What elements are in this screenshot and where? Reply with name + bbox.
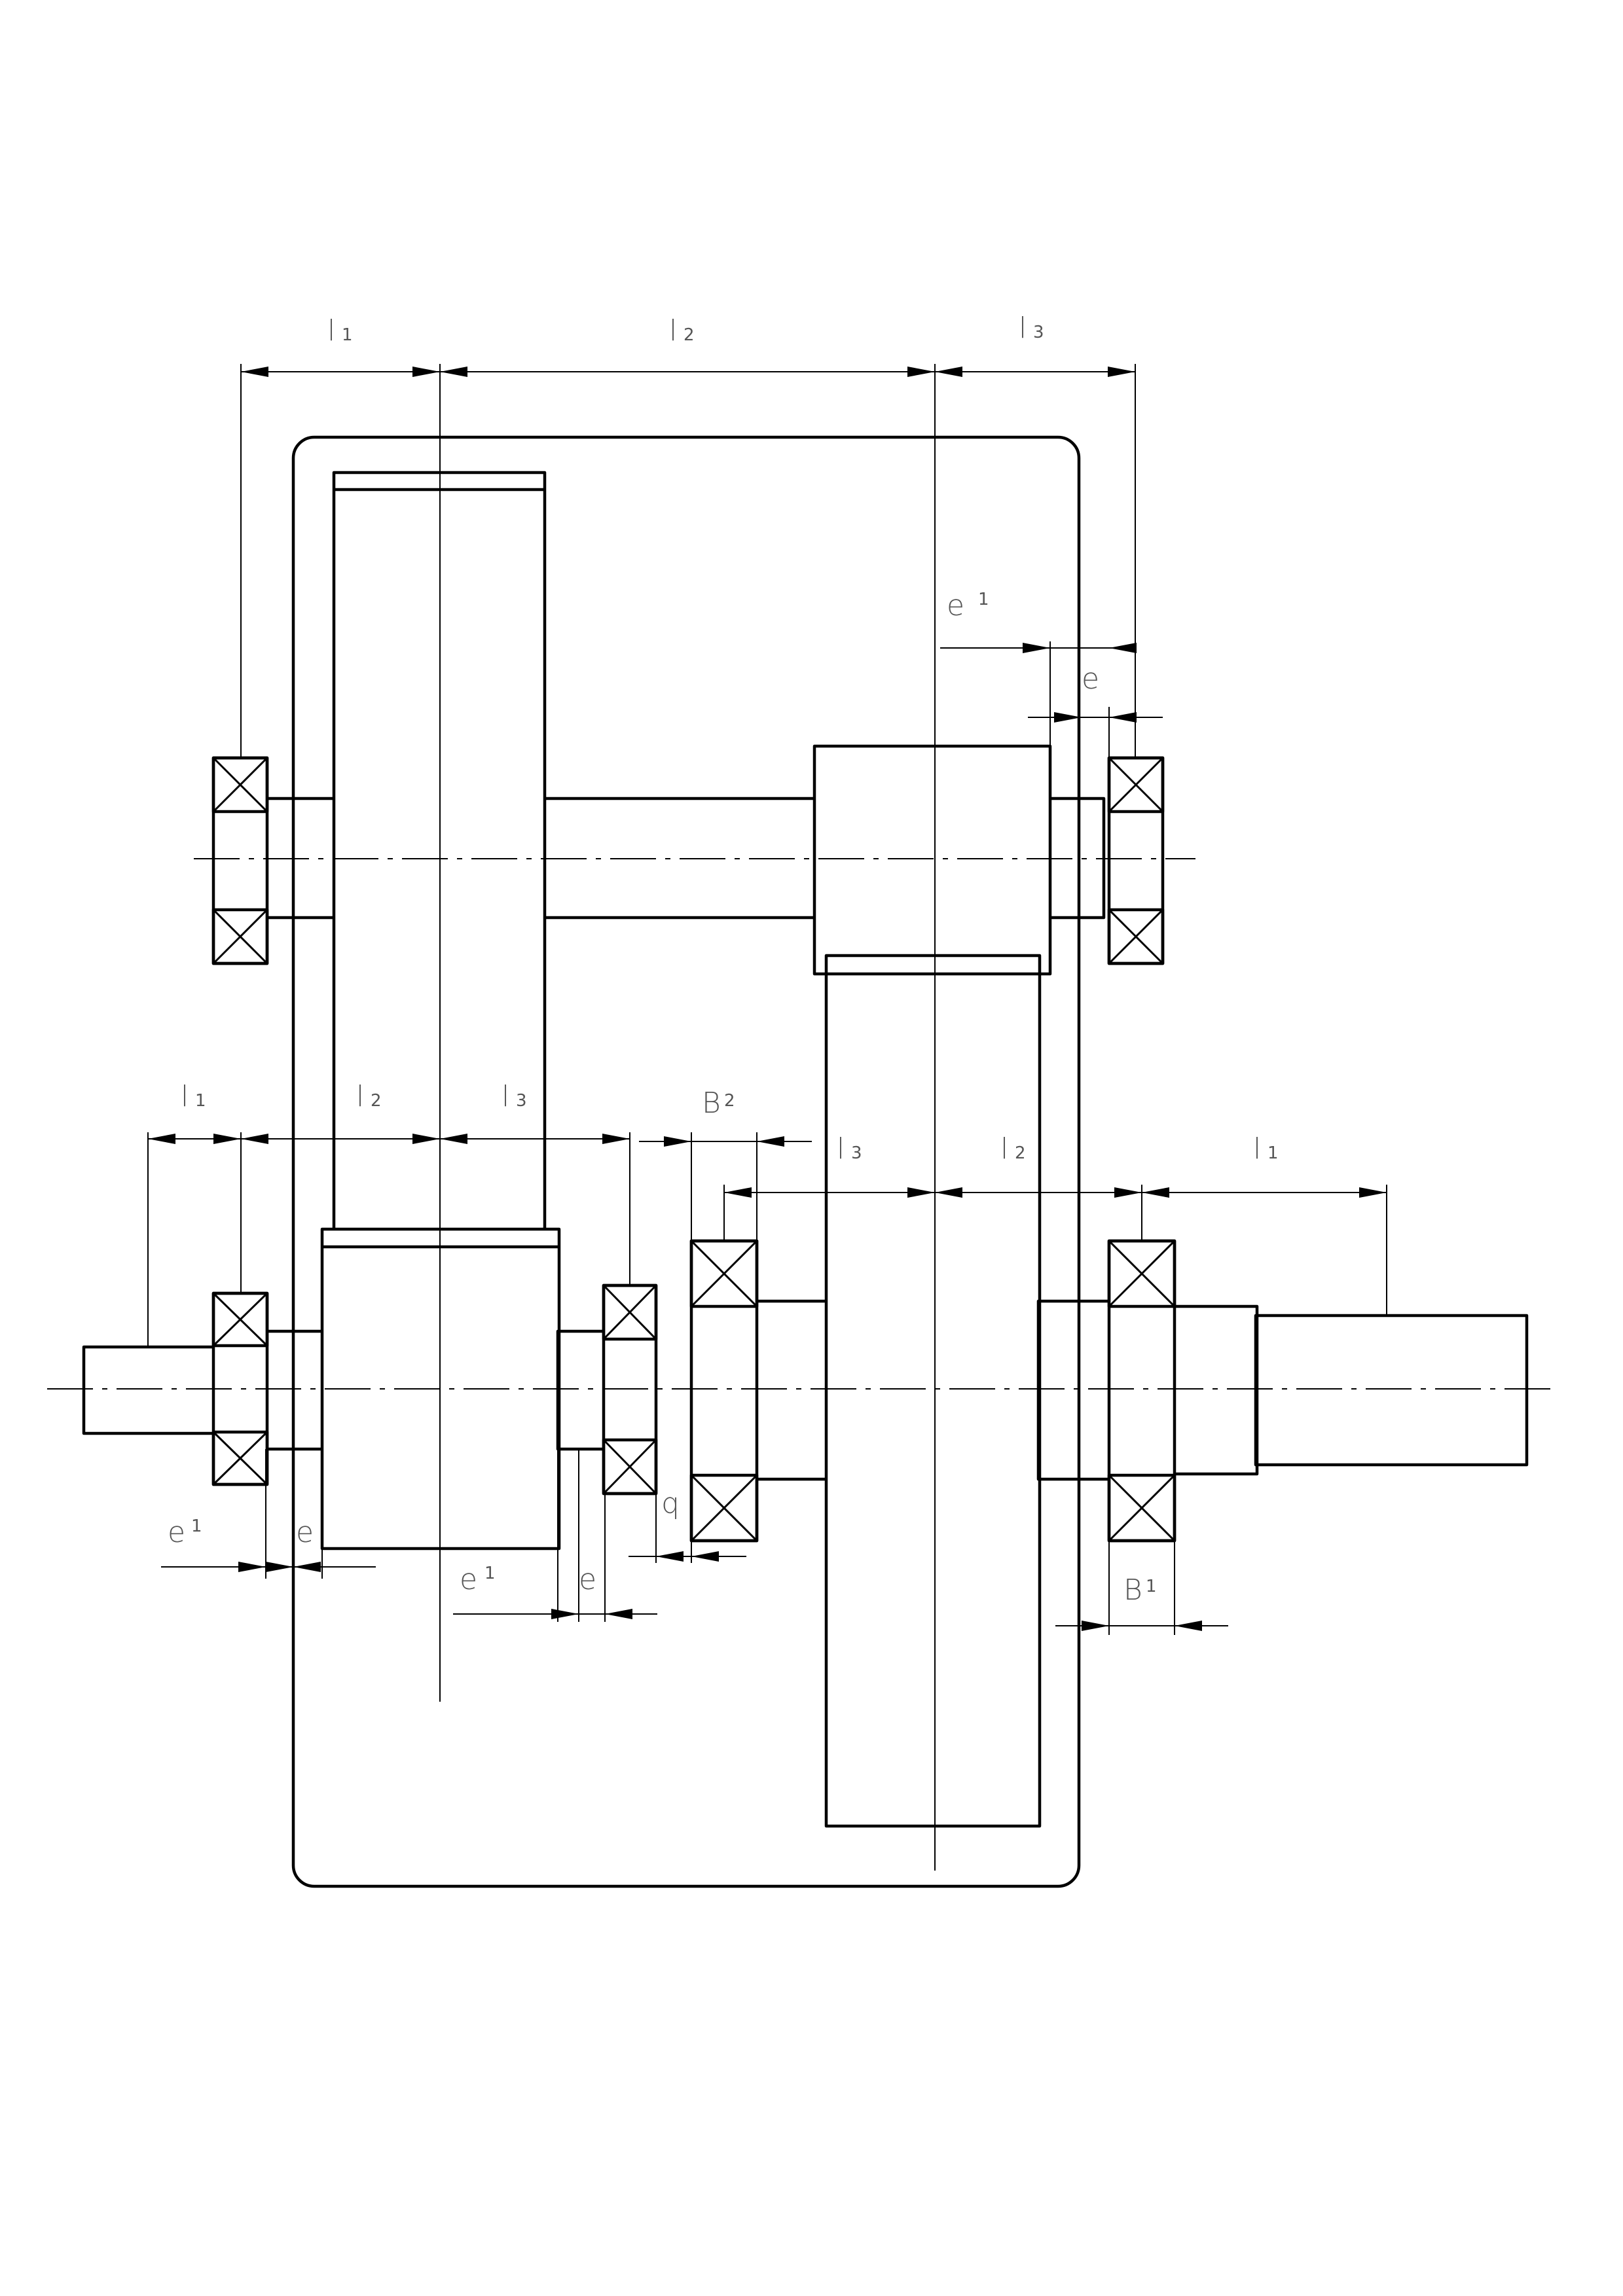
label-top-l2: l: [669, 314, 677, 348]
upper-shaft-assembly: [194, 471, 1195, 1247]
label-b1: B: [1123, 1573, 1142, 1607]
dimensions: [147, 364, 1387, 1635]
lower-shaft-assembly: [47, 954, 1550, 1828]
svg-text:2: 2: [371, 1091, 382, 1111]
label-low-l3: l: [501, 1080, 509, 1113]
label-b: b: [661, 1490, 680, 1524]
input-shaft-end: [82, 1345, 217, 1435]
label-top-l1: l: [327, 314, 335, 348]
svg-text:2: 2: [684, 325, 695, 345]
svg-text:1: 1: [1146, 1577, 1157, 1596]
svg-text:3: 3: [516, 1091, 527, 1111]
svg-text:3: 3: [851, 1143, 862, 1163]
output-shaft-end: [1254, 1314, 1529, 1467]
upper-right-bearing: [1107, 756, 1165, 965]
label-mid-e1: e: [460, 1563, 477, 1596]
label-left-e: e: [296, 1516, 314, 1549]
svg-text:1: 1: [195, 1091, 206, 1111]
label-right-l1: l: [1253, 1132, 1261, 1166]
label-top-e: e: [1082, 662, 1099, 696]
gearbox-housing: [291, 435, 1081, 1888]
dimension-labels: l 1 l 2 l 3 e 1 e l 1 l 2 l 3 B 2 l 3 l …: [168, 312, 1279, 1607]
label-left-e1: e: [168, 1516, 185, 1549]
upper-pinion: [812, 744, 1052, 976]
svg-text:1: 1: [978, 590, 989, 609]
svg-text:1: 1: [342, 325, 353, 345]
label-top-l3: l: [1019, 312, 1027, 345]
svg-text:1: 1: [1267, 1143, 1279, 1163]
label-low-l2: l: [356, 1080, 364, 1113]
output-right-bearing: [1107, 1239, 1176, 1543]
svg-text:1: 1: [191, 1516, 202, 1536]
svg-text:2: 2: [1015, 1143, 1026, 1163]
label-mid-e: e: [579, 1563, 596, 1596]
svg-text:3: 3: [1033, 323, 1044, 342]
label-right-l2: l: [1000, 1132, 1008, 1166]
upper-left-bearing: [211, 756, 269, 965]
label-right-l3: l: [837, 1132, 845, 1166]
lower-large-gear: [824, 954, 1042, 1828]
svg-text:2: 2: [724, 1091, 735, 1111]
output-left-bearing: [689, 1239, 759, 1543]
label-low-l1: l: [181, 1080, 189, 1113]
label-top-e1: e: [947, 589, 964, 622]
svg-text:1: 1: [484, 1564, 496, 1583]
label-b2: B: [702, 1086, 721, 1120]
